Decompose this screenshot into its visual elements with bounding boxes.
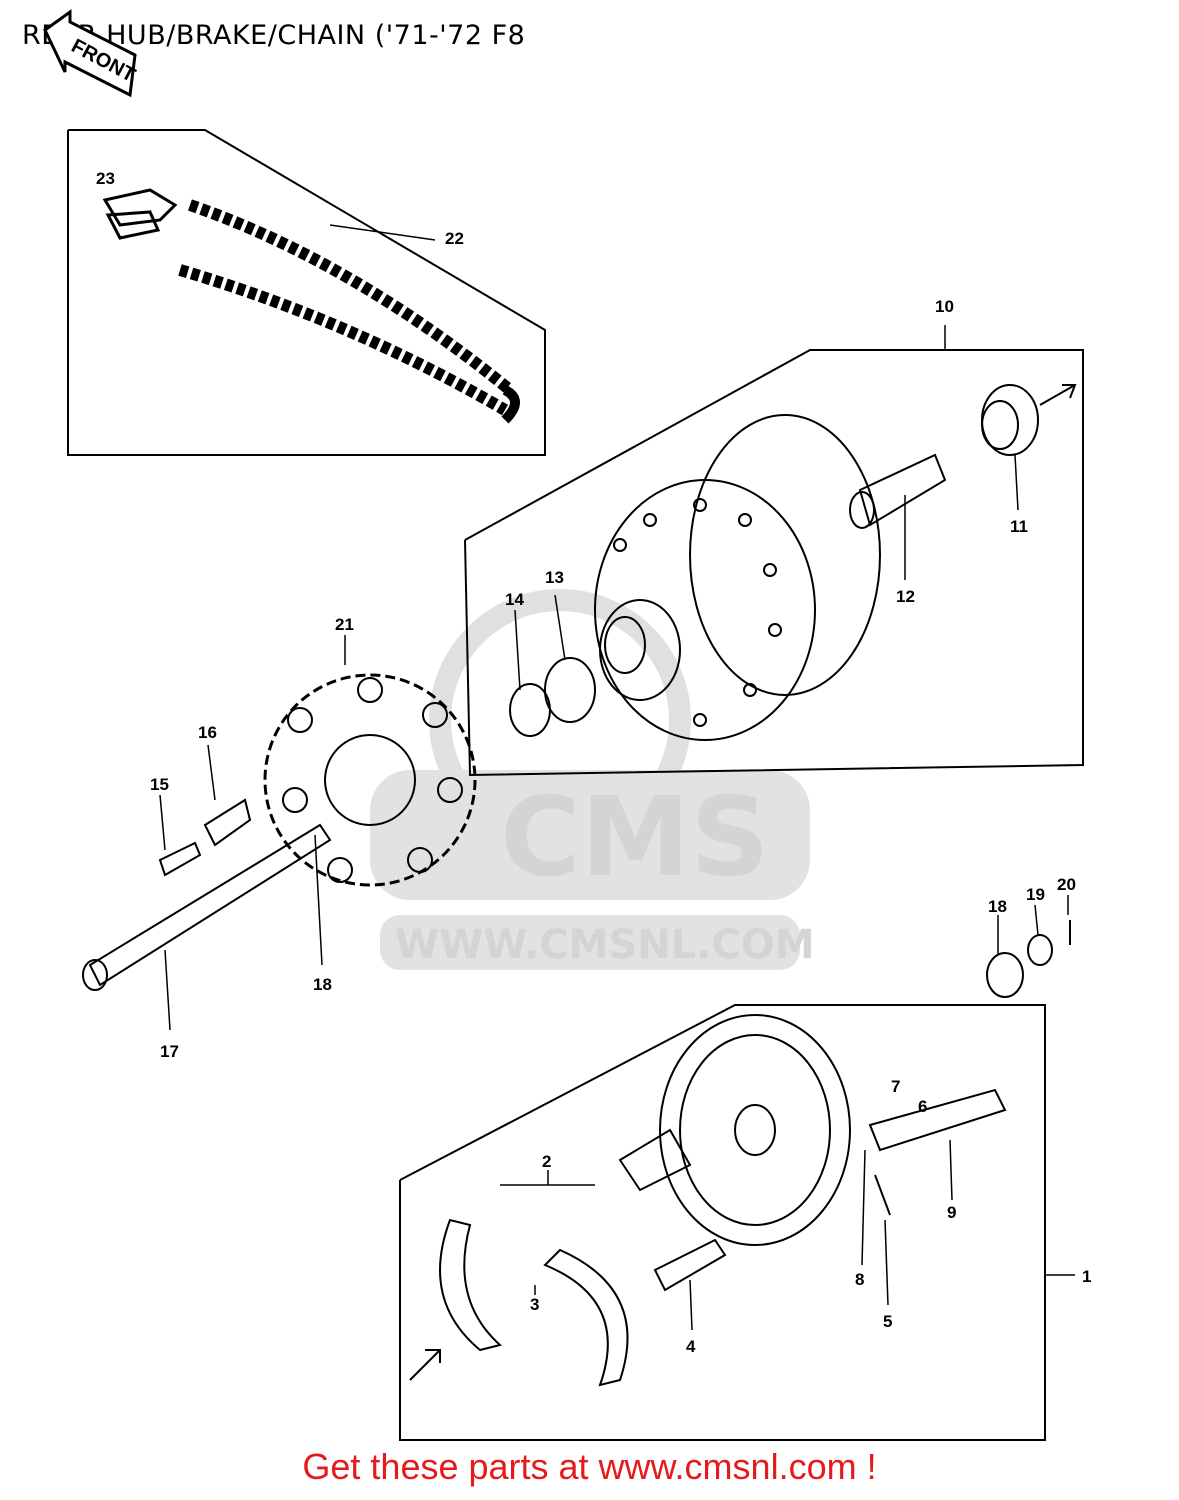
callout-18-sprocket: 18	[313, 975, 332, 994]
watermark-logo: CMS	[500, 773, 769, 901]
hub-box	[464, 349, 1084, 777]
callout-16: 16	[198, 723, 217, 742]
callout-2: 2	[542, 1152, 551, 1171]
callout-17: 17	[160, 1042, 179, 1061]
direction-arrows	[409, 384, 1077, 1381]
brake-box	[399, 920, 1071, 1441]
callout-21: 21	[335, 615, 354, 634]
sprocket-axle	[82, 673, 477, 991]
callout-13: 13	[545, 568, 564, 587]
front-arrow: FRONT	[43, 9, 139, 98]
callout-5: 5	[883, 1312, 892, 1331]
watermark-url: WWW.CMSNL.COM	[395, 922, 815, 968]
callout-20: 20	[1057, 875, 1076, 894]
callouts: 1 2 3 4 5 6 7 8 9 10 11 12 13 14 15 16 1…	[96, 169, 1091, 1356]
callout-18-brake: 18	[988, 897, 1007, 916]
callout-15: 15	[150, 775, 169, 794]
callout-10: 10	[935, 297, 954, 316]
leader-lines	[159, 224, 1075, 1331]
callout-6: 6	[918, 1097, 927, 1116]
callout-23: 23	[96, 169, 115, 188]
callout-1: 1	[1082, 1267, 1091, 1286]
callout-9: 9	[947, 1203, 956, 1222]
callout-4: 4	[686, 1337, 696, 1356]
callout-3: 3	[530, 1295, 539, 1314]
callout-14: 14	[505, 590, 524, 609]
callout-22: 22	[445, 229, 464, 248]
callout-7: 7	[891, 1077, 900, 1096]
callout-19: 19	[1026, 885, 1045, 904]
callout-8: 8	[855, 1270, 864, 1289]
chain-box	[67, 129, 546, 456]
footer-cta[interactable]: Get these parts at www.cmsnl.com !	[302, 1446, 877, 1487]
callout-11: 11	[1010, 517, 1028, 536]
callout-12: 12	[896, 587, 915, 606]
cms-watermark: CMS WWW.CMSNL.COM	[370, 589, 815, 970]
